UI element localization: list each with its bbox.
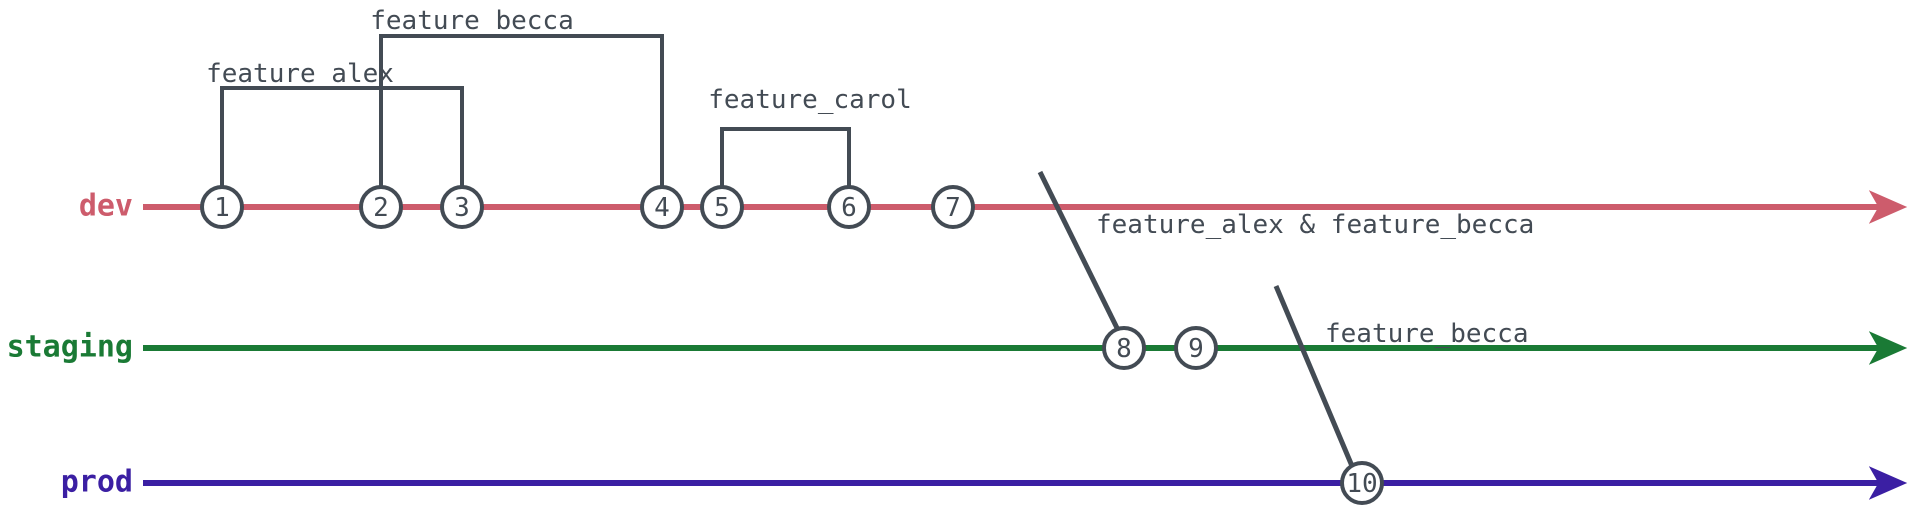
feature-label-feature_carol: feature_carol — [708, 85, 912, 115]
branch-lines-group — [143, 190, 1908, 500]
commit-label-2: 2 — [373, 193, 389, 223]
commit-circle-3[interactable] — [440, 185, 484, 229]
commit-node-7[interactable]: 7 — [931, 185, 975, 229]
commit-node-4[interactable]: 4 — [640, 185, 684, 229]
feature-bracket-feature_alex — [220, 86, 464, 187]
commit-circle-6[interactable] — [827, 185, 871, 229]
commit-label-6: 6 — [841, 193, 857, 223]
commit-label-7: 7 — [945, 193, 961, 223]
commit-node-6[interactable]: 6 — [827, 185, 871, 229]
commit-nodes-group: 1 2 3 4 5 6 7 8 9 10 — [200, 185, 1384, 505]
commit-node-2[interactable]: 2 — [359, 185, 403, 229]
commit-circle-7[interactable] — [931, 185, 975, 229]
commit-label-1: 1 — [214, 193, 230, 223]
branch-label-prod: prod — [61, 465, 133, 500]
feature-label-feature_becca: feature_becca — [370, 6, 574, 36]
merge-edge-label-staging-to-prod: feature_becca — [1325, 319, 1529, 349]
branch-label-staging: staging — [7, 330, 133, 365]
commit-label-9: 9 — [1188, 334, 1204, 364]
commit-label-4: 4 — [654, 193, 670, 223]
merge-edge-label-dev-to-staging: feature_alex & feature_becca — [1096, 210, 1534, 240]
feature-brackets-group: feature_alex feature_becca feature_carol — [206, 6, 912, 187]
commit-node-1[interactable]: 1 — [200, 185, 244, 229]
branch-labels-group: dev staging prod — [7, 189, 133, 500]
branch-label-dev: dev — [79, 189, 133, 224]
commit-label-8: 8 — [1116, 334, 1132, 364]
commit-label-10: 10 — [1346, 469, 1377, 499]
commit-label-3: 3 — [454, 193, 470, 223]
commit-node-10[interactable]: 10 — [1340, 461, 1384, 505]
feature-bracket-feature_carol — [720, 127, 851, 187]
commit-node-9[interactable]: 9 — [1174, 326, 1218, 370]
merge-edges-group: feature_alex & feature_becca feature_becc… — [1037, 170, 1534, 467]
commit-circle-4[interactable] — [640, 185, 684, 229]
feature-bracket-feature_becca — [379, 34, 664, 187]
commit-circle-2[interactable] — [359, 185, 403, 229]
commit-circle-5[interactable] — [700, 185, 744, 229]
commit-label-5: 5 — [714, 193, 730, 223]
merge-edge-staging-to-prod — [1273, 285, 1355, 467]
commit-node-3[interactable]: 3 — [440, 185, 484, 229]
merge-edge-dev-to-staging — [1037, 170, 1121, 332]
commit-circle-9[interactable] — [1174, 326, 1218, 370]
commit-circle-8[interactable] — [1102, 326, 1146, 370]
feature-label-feature_alex: feature_alex — [206, 59, 394, 89]
commit-circle-1[interactable] — [200, 185, 244, 229]
commit-node-8[interactable]: 8 — [1102, 326, 1146, 370]
commit-circle-10[interactable] — [1340, 461, 1384, 505]
commit-node-5[interactable]: 5 — [700, 185, 744, 229]
